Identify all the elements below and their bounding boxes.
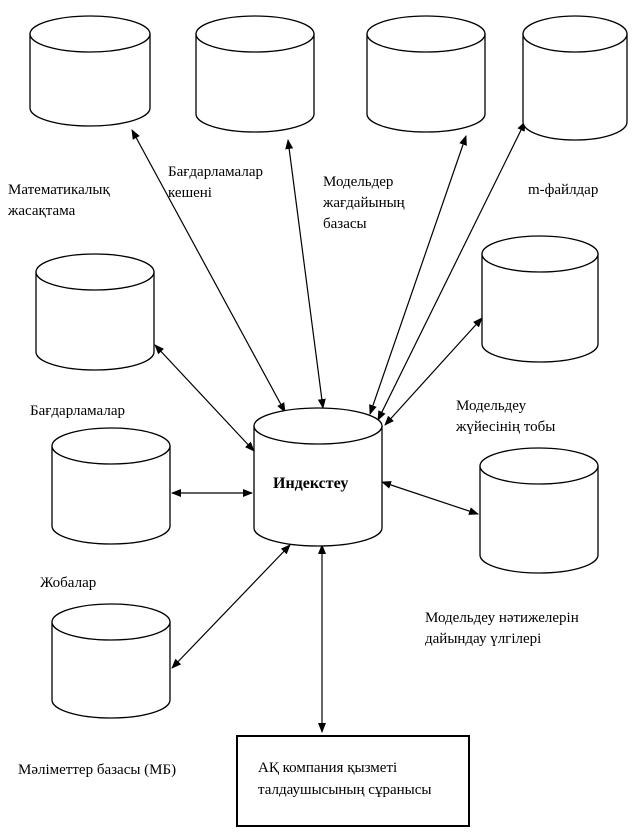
cylinder-programs: [35, 253, 155, 371]
label-modeling-group-line-2: жүйесінің тобы: [456, 419, 556, 435]
label-math-software-line-2: жасақтама: [8, 203, 76, 219]
label-modeling-group: Модельдеу жүйесінің тобы: [456, 396, 555, 438]
cylinder-hub: [253, 407, 383, 547]
label-m-files-line-1: m-файлдар: [528, 182, 599, 198]
link-modeling-group: [384, 317, 483, 426]
cylinder-modeling-group: [481, 235, 599, 363]
label-database: Мәліметтер базасы (МБ): [18, 760, 176, 781]
link-result-templates: [381, 481, 479, 515]
label-projects: Жобалар: [40, 573, 96, 594]
label-result-templates: Модельдеу нәтижелерін дайындау үлгілері: [425, 608, 579, 650]
label-program-complex-line-2: кешені: [168, 185, 212, 201]
cylinder-program-complex: [195, 15, 315, 133]
label-result-templates-line-2: дайындау үлгілері: [425, 631, 542, 647]
label-programs: Бағдарламалар: [30, 401, 125, 422]
label-math-software-line-1: Математикалық: [8, 182, 110, 198]
link-database: [171, 544, 291, 669]
cylinder-projects: [51, 427, 171, 545]
cylinder-math-software: [29, 15, 151, 127]
label-result-templates-line-1: Модельдеу нәтижелерін: [425, 610, 579, 626]
request-box-text: АҚ компания қызметі талдаушысының сұраны…: [258, 757, 431, 801]
hub-label: Индекстеу: [273, 475, 349, 492]
label-modeling-group-line-1: Модельдеу: [456, 398, 527, 414]
label-program-complex: Бағдарламалар кешені: [168, 162, 263, 204]
request-box-line-1: АҚ компания қызметі: [258, 760, 398, 776]
cylinder-model-state-db: [366, 15, 486, 133]
cylinder-database: [51, 603, 171, 719]
link-math-software: [131, 129, 286, 413]
request-box-line-2: талдаушысының сұранысы: [258, 782, 432, 798]
label-program-complex-line-1: Бағдарламалар: [168, 164, 263, 180]
label-projects-line-1: Жобалар: [40, 575, 97, 591]
label-programs-line-1: Бағдарламалар: [30, 403, 125, 419]
label-model-state-db: Модельдер жағдайының базасы: [323, 172, 405, 235]
cylinder-result-templates: [479, 447, 599, 574]
link-programs: [154, 344, 255, 452]
label-model-state-db-line-3: базасы: [323, 216, 367, 232]
label-m-files: m-файлдар: [528, 180, 598, 201]
request-box: АҚ компания қызметі талдаушысының сұраны…: [236, 735, 470, 827]
link-program-complex: [285, 139, 326, 409]
label-model-state-db-line-1: Модельдер: [323, 174, 394, 190]
label-database-line-1: Мәліметтер базасы (МБ): [18, 762, 177, 778]
label-math-software: Математикалық жасақтама: [8, 180, 110, 222]
label-model-state-db-line-2: жағдайының: [323, 195, 405, 211]
cylinder-m-files: [522, 15, 628, 141]
